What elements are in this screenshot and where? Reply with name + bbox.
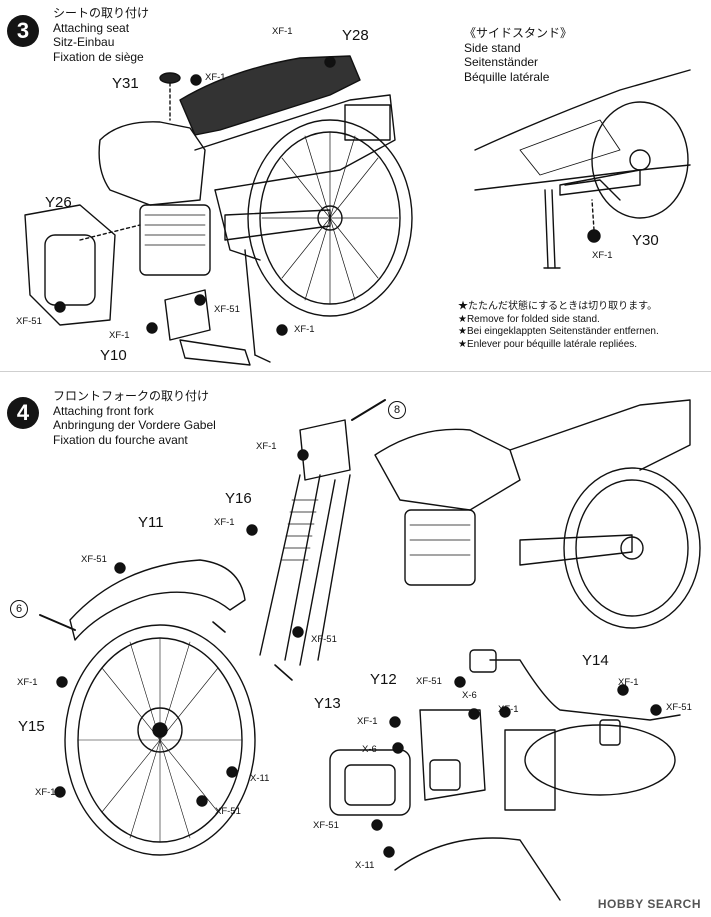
part-label-y28: Y28 (342, 27, 369, 44)
step4-motorcycle-drawing (39, 399, 701, 901)
screw-label-xf1: XF-1 (256, 441, 277, 452)
reference-step-8-mark: 8 (388, 401, 406, 419)
side-stand-note-fr: ★Enlever pour béquille latérale repliées… (458, 338, 638, 350)
step-4-title-en: Attaching front fork (53, 403, 154, 418)
step-3-title-jp: シートの取り付け (53, 6, 150, 20)
screw-label-xf51: XF-51 (313, 820, 339, 831)
step-3-title-fr: Fixation de siège (53, 49, 144, 64)
step-4-title: フロントフォークの取り付け Attaching front fork Anbri… (53, 389, 216, 447)
step-3-badge: 3 (7, 15, 39, 47)
side-stand-title-fr: Béquille latérale (464, 69, 550, 84)
step-3-title-en: Attaching seat (53, 20, 130, 35)
screw-label-xf51: XF-51 (416, 676, 442, 687)
screw-label-xf51: XF-51 (214, 304, 240, 315)
part-label-y13: Y13 (314, 695, 341, 712)
screw-label-x11: X-11 (355, 860, 375, 871)
screw-label-xf1: XF-1 (357, 716, 378, 727)
screw-label-xf51: XF-51 (666, 702, 692, 713)
screw-label-xf1: XF-1 (592, 250, 613, 261)
step-4-badge: 4 (7, 397, 39, 429)
side-stand-note-jp: ★たたんだ状態にするときは切り取ります。 (458, 301, 658, 312)
screw-label-xf51: XF-51 (311, 634, 337, 645)
section-divider (0, 371, 711, 372)
screw-label-xf1: XF-1 (35, 787, 56, 798)
side-stand-drawing (474, 69, 691, 269)
part-label-y11: Y11 (138, 514, 164, 531)
part-label-y31: Y31 (112, 75, 139, 92)
screw-label-xf51: XF-51 (16, 316, 42, 327)
step-3-title: シートの取り付け Attaching seat Sitz-Einbau Fixa… (53, 6, 149, 64)
part-label-y12: Y12 (370, 671, 397, 688)
screw-label-xf1: XF-1 (498, 704, 519, 715)
side-stand-title: 《サイドスタンド》 Side stand Seitenständer Béqui… (464, 26, 572, 84)
part-label-y15: Y15 (18, 718, 45, 735)
side-stand-title-jp: 《サイドスタンド》 (464, 26, 573, 40)
screw-label-x11: X-11 (250, 773, 270, 784)
part-label-y10: Y10 (100, 347, 127, 364)
screw-label-xf1: XF-1 (17, 677, 38, 688)
screw-label-xf51: XF-51 (215, 806, 241, 817)
step-3-title-de: Sitz-Einbau (53, 35, 115, 49)
screw-label-xf1: XF-1 (205, 72, 226, 83)
hobby-search-watermark: HOBBY SEARCH (597, 897, 701, 911)
screw-label-xf1: XF-1 (272, 26, 293, 37)
side-stand-title-de: Seitenständer (464, 55, 539, 69)
screw-label-xf51: XF-51 (81, 554, 107, 565)
part-label-y30: Y30 (632, 232, 659, 249)
reference-step-6-mark: 6 (10, 600, 28, 618)
part-label-y16: Y16 (225, 490, 252, 507)
step-4-title-fr: Fixation du fourche avant (53, 432, 188, 447)
part-label-y26: Y26 (45, 194, 72, 211)
screw-label-xf1: XF-1 (214, 517, 235, 528)
screw-label-xf1: XF-1 (294, 324, 315, 335)
side-stand-title-en: Side stand (464, 40, 521, 55)
step-4-title-jp: フロントフォークの取り付け (53, 389, 210, 403)
side-stand-note-de: ★Bei eingeklappten Seitenständer entfern… (458, 326, 659, 337)
step3-motorcycle-drawing (24, 55, 413, 366)
step-4-title-de: Anbringung der Vordere Gabel (53, 418, 216, 432)
screw-label-xf1: XF-1 (109, 330, 130, 341)
side-stand-note-en: ★Remove for folded side stand. (458, 313, 600, 325)
screw-label-xf1: XF-1 (618, 677, 639, 688)
part-label-y14: Y14 (582, 652, 609, 669)
screw-label-x6: X-6 (362, 744, 377, 755)
side-stand-notes: ★たたんだ状態にするときは切り取ります。 ★Remove for folded … (458, 301, 659, 351)
screw-label-x6: X-6 (462, 690, 477, 701)
